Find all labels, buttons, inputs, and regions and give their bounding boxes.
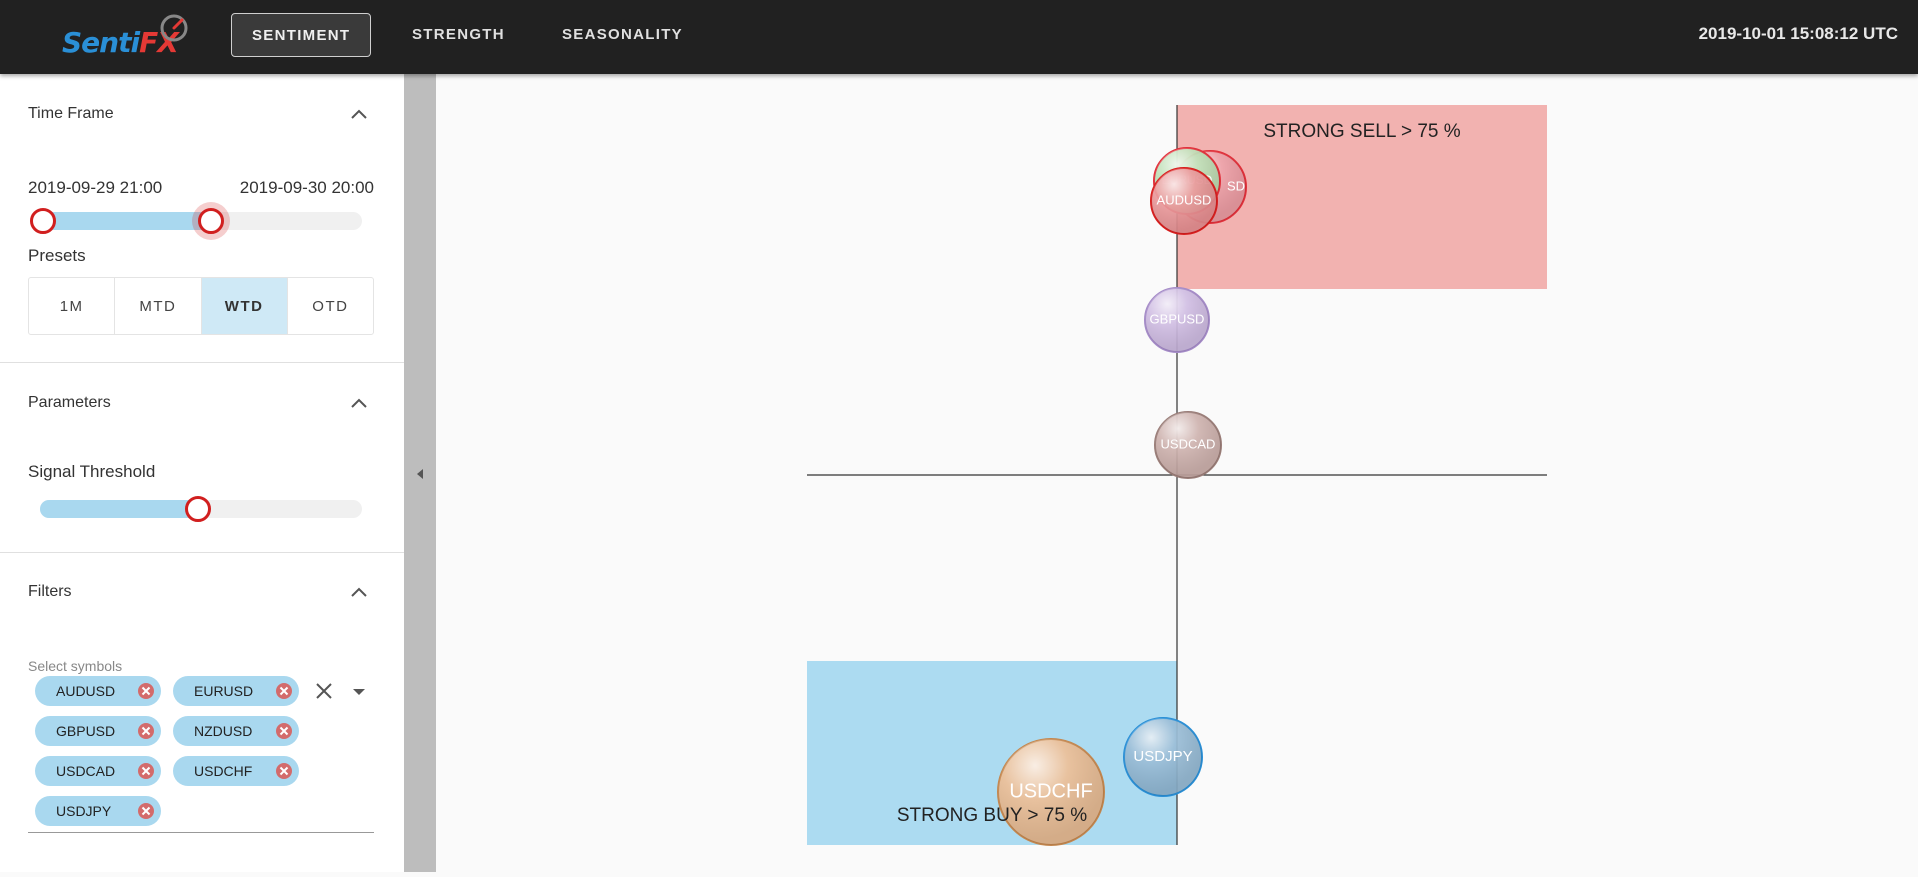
- chip-nzdusd[interactable]: NZDUSD: [173, 716, 299, 746]
- logo-text: SentiFX: [62, 26, 179, 59]
- sentiment-chart: STRONG SELL > 75 % SDEURUSDAUDUSDGBPUSDU…: [436, 74, 1918, 872]
- sentiment-scatter: STRONG SELL > 75 % SDEURUSDAUDUSDGBPUSDU…: [807, 105, 1547, 846]
- bubble-usdchf[interactable]: USDCHF: [997, 738, 1105, 846]
- clear-all-icon[interactable]: [314, 681, 334, 701]
- remove-chip-icon[interactable]: [275, 682, 293, 700]
- parameters-title: Parameters: [28, 394, 111, 411]
- sidebar-collapse-bar[interactable]: [404, 74, 436, 872]
- range-end-label: 2019-09-30 20:00: [239, 178, 374, 197]
- bubble-label: AUDUSD: [1157, 192, 1212, 207]
- bubble-usdjpy[interactable]: USDJPY: [1123, 717, 1203, 797]
- chevron-up-icon[interactable]: [350, 108, 368, 120]
- top-bar: SentiFX SENTIMENT STRENGTH SEASONALITY 2…: [0, 0, 1918, 74]
- preset-wtd[interactable]: WTD: [201, 278, 288, 334]
- parameters-section: Parameters Signal Threshold: [0, 363, 404, 553]
- remove-chip-icon[interactable]: [137, 722, 155, 740]
- sidebar: Time Frame 2019-09-29 21:00 2019-09-30 2…: [0, 74, 404, 872]
- remove-chip-icon[interactable]: [137, 762, 155, 780]
- remove-chip-icon[interactable]: [275, 722, 293, 740]
- bubble-label: SD: [1227, 178, 1245, 193]
- gauge-icon: [160, 14, 188, 42]
- utc-clock: 2019-10-01 15:08:12 UTC: [1698, 24, 1898, 43]
- bubble-layer: SDEURUSDAUDUSDGBPUSDUSDCADUSDJPYUSDCHF: [997, 147, 1247, 846]
- chevron-up-icon[interactable]: [350, 586, 368, 598]
- bubble-label: USDJPY: [1133, 748, 1192, 765]
- bubble-gbpusd[interactable]: GBPUSD: [1144, 287, 1210, 353]
- bubble-usdcad[interactable]: USDCAD: [1154, 411, 1222, 479]
- range-end-handle[interactable]: [197, 208, 224, 234]
- bubble-label: USDCHF: [1009, 780, 1092, 802]
- threshold-fill: [40, 500, 201, 518]
- strong-buy-zone: [807, 661, 1177, 845]
- time-frame-title: Time Frame: [28, 105, 114, 122]
- bubble-gloss: [1151, 168, 1217, 234]
- chip-eurusd[interactable]: EURUSD: [173, 676, 299, 706]
- time-frame-section: Time Frame 2019-09-29 21:00 2019-09-30 2…: [0, 74, 404, 363]
- tab-strength[interactable]: STRENGTH: [412, 26, 505, 43]
- bubble-gloss: [998, 739, 1104, 845]
- preset-mtd[interactable]: MTD: [115, 278, 202, 334]
- presets-group: 1M MTD WTD OTD: [28, 277, 374, 335]
- tab-sentiment[interactable]: SENTIMENT: [231, 13, 372, 57]
- select-symbols-label: Select symbols: [28, 658, 123, 674]
- bubble-audusd[interactable]: AUDUSD: [1150, 167, 1218, 235]
- preset-otd[interactable]: OTD: [312, 297, 349, 315]
- bubble-gloss: [1155, 412, 1221, 478]
- chip-usdjpy[interactable]: USDJPY: [35, 796, 161, 826]
- bubble-gloss: [1124, 718, 1202, 796]
- threshold-handle[interactable]: [185, 496, 211, 522]
- preset-1m[interactable]: 1M: [29, 278, 116, 334]
- strong-buy-label: STRONG BUY > 75 %: [897, 805, 1087, 826]
- dropdown-caret-icon[interactable]: [352, 688, 366, 696]
- strong-sell-label: STRONG SELL > 75 %: [1263, 121, 1460, 142]
- chevron-up-icon[interactable]: [350, 397, 368, 409]
- range-start-label: 2019-09-29 21:00: [28, 178, 163, 197]
- presets-label: Presets: [28, 246, 86, 265]
- range-start-handle[interactable]: [30, 208, 56, 234]
- bubble-label: USDCAD: [1161, 436, 1216, 451]
- chip-gbpusd[interactable]: GBPUSD: [35, 716, 161, 746]
- tab-seasonality[interactable]: SEASONALITY: [562, 26, 683, 43]
- time-range-fill: [40, 212, 214, 230]
- remove-chip-icon[interactable]: [137, 802, 155, 820]
- remove-chip-icon[interactable]: [275, 762, 293, 780]
- signal-threshold-label: Signal Threshold: [28, 462, 156, 481]
- collapse-left-icon[interactable]: [416, 468, 424, 480]
- chip-usdcad[interactable]: USDCAD: [35, 756, 161, 786]
- symbols-field-underline: [28, 832, 374, 833]
- chip-usdchf[interactable]: USDCHF: [173, 756, 299, 786]
- bubble-label: GBPUSD: [1150, 311, 1205, 326]
- chip-audusd[interactable]: AUDUSD: [35, 676, 161, 706]
- remove-chip-icon[interactable]: [137, 682, 155, 700]
- bubble-gloss: [1145, 288, 1209, 352]
- sentifx-logo[interactable]: SentiFX: [60, 12, 190, 60]
- filters-title: Filters: [28, 583, 72, 600]
